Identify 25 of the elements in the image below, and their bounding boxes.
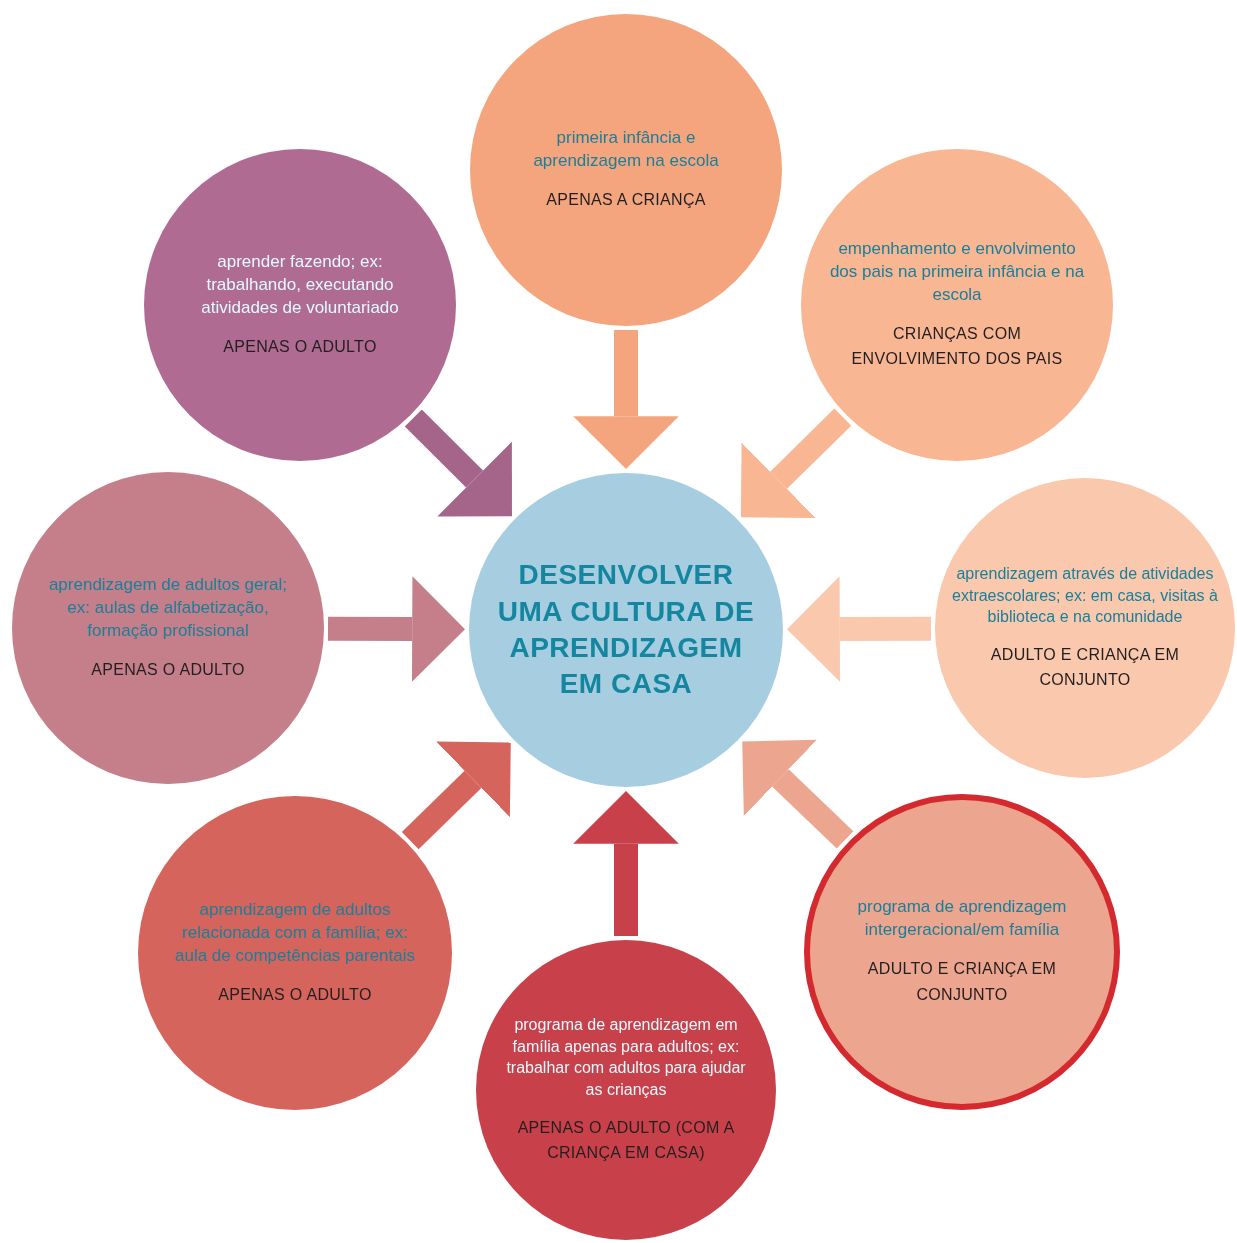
description-text: aprendizagem de adultos geral; ex: aulas de alfabetização, formação profissional — [47, 573, 289, 642]
audience-label: ADULTO E CRIANÇA EM CONJUNTO — [989, 644, 1181, 691]
block-arrow — [327, 576, 465, 682]
block-arrow — [573, 330, 679, 469]
description-text: empenhamento e envolvimento dos pais na primeira infância e na escola — [828, 238, 1086, 306]
central-title: DESENVOLVER UMA CULTURA DE APRENDIZAGEM EM CASA — [496, 558, 756, 702]
description-text: programa de aprendizagem em família apenas para adultos; ex: trabalhar com adultos para ajudar as crianças — [505, 1015, 747, 1100]
audience-label: ADULTO E CRIANÇA EM CONJUNTO — [866, 959, 1058, 1005]
audience-label: CRIANÇAS COM ENVOLVIMENTO DOS PAIS — [850, 323, 1064, 370]
audience-label: APENAS O ADULTO — [218, 984, 372, 1005]
description-text: aprendizagem de adultos relacionada com a família; ex: aula de competências parentais — [173, 898, 416, 967]
block-arrow — [573, 791, 679, 936]
block-arrow — [740, 408, 852, 518]
description-text: primeira infância e aprendizagem na escola — [532, 127, 720, 173]
block-arrow — [787, 576, 932, 682]
block-arrow — [742, 739, 854, 849]
audience-label: APENAS O ADULTO — [91, 659, 245, 680]
description-text: aprender fazendo; ex: trabalhando, executando atividades de voluntariado — [200, 250, 400, 319]
audience-label: APENAS O ADULTO — [223, 336, 377, 357]
block-arrow — [401, 741, 511, 850]
block-arrow — [404, 409, 512, 517]
description-text: aprendizagem através de atividades extraescolares; ex: em casa, visitas à biblioteca e na comunidade — [951, 564, 1219, 628]
audience-label: APENAS A CRIANÇA — [546, 190, 706, 211]
audience-label: APENAS O ADULTO (COM A CRIANÇA EM CASA) — [516, 1117, 736, 1164]
description-text: programa de aprendizagem intergeracional/em família — [856, 896, 1068, 942]
